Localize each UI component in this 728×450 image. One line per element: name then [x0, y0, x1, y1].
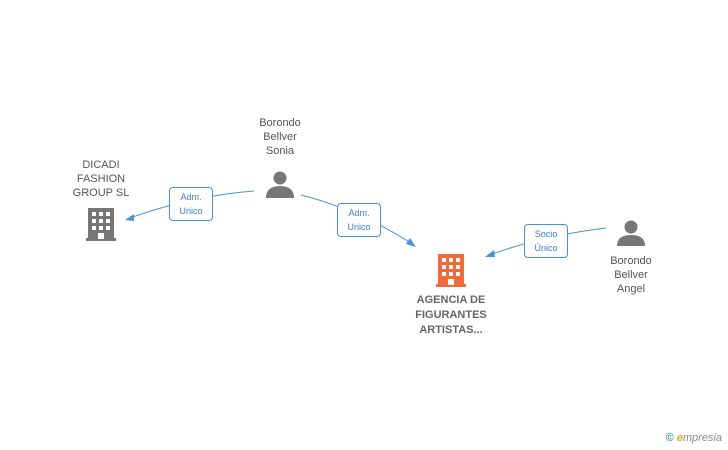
- building-icon[interactable]: [86, 208, 116, 241]
- brand-initial: e: [676, 432, 683, 444]
- company-label-dicadi[interactable]: DICADI FASHION GROUP SL: [72, 159, 130, 199]
- copyright-icon: ©: [665, 432, 674, 444]
- person-icon[interactable]: [266, 171, 294, 199]
- person-label-sonia[interactable]: Borondo Bellver Sonia: [259, 117, 301, 157]
- edge-label-angel-agencia: Socio Único: [524, 224, 568, 258]
- company-label-agencia[interactable]: AGENCIA DE FIGURANTES ARTISTAS...: [415, 294, 487, 336]
- edge-label-sonia-agencia: Adm. Unico: [337, 203, 381, 237]
- arrowhead: [125, 214, 134, 221]
- building-icon-main[interactable]: [436, 254, 466, 287]
- empresia-logo[interactable]: ©empresia: [666, 432, 722, 444]
- person-icon[interactable]: [617, 220, 645, 247]
- person-label-angel[interactable]: Borondo Bellver Angel: [610, 255, 652, 295]
- arrowhead: [485, 250, 495, 257]
- brand-name: mpresia: [682, 432, 722, 444]
- arrowhead: [406, 238, 416, 247]
- edge-label-sonia-dicadi: Adm. Unico: [169, 187, 213, 221]
